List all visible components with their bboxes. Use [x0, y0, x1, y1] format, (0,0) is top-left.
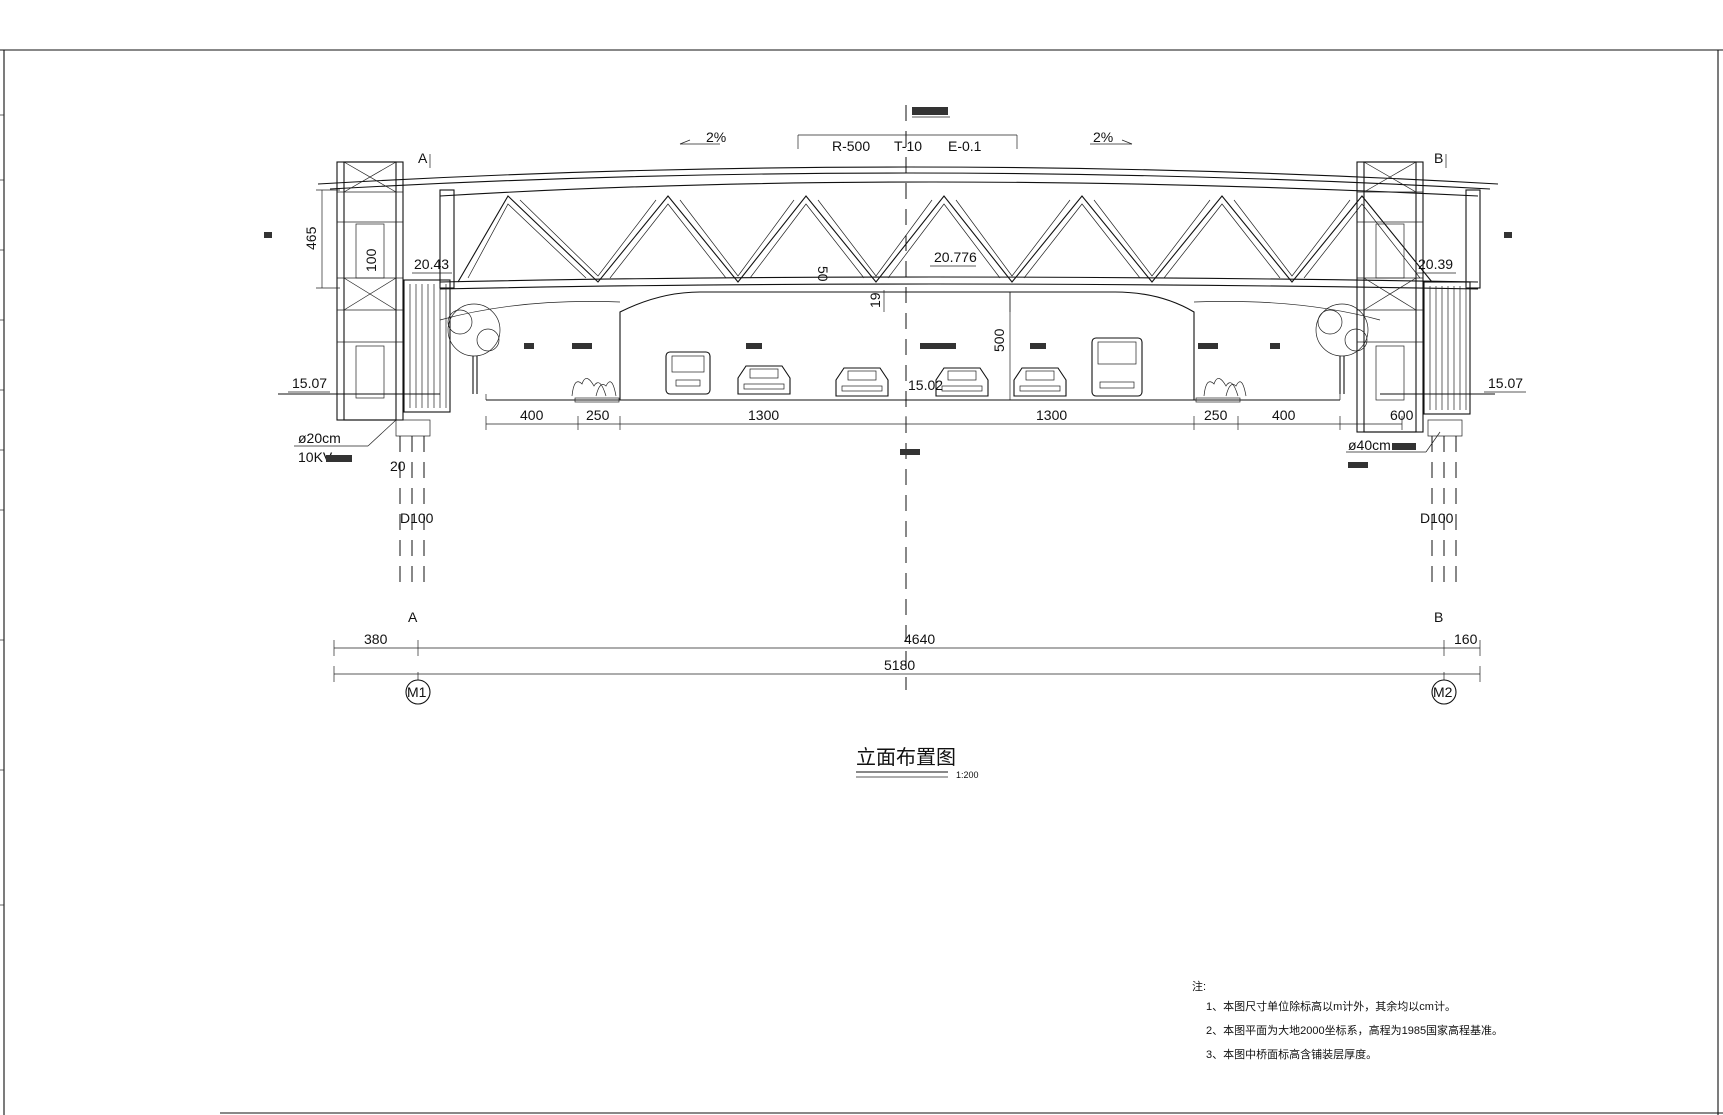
pipe-notes: ø20cm 10KV ø40cm: [294, 419, 1441, 468]
left-cable-note: 10KV: [298, 449, 333, 465]
span-left: 380: [364, 631, 388, 647]
span-right: 160: [1454, 631, 1478, 647]
road-dim-2: 250: [586, 407, 610, 423]
axis-a-bottom: A: [408, 609, 418, 625]
right-pile-label: D100: [1420, 510, 1454, 526]
elev-ground-mid: 15.02: [908, 377, 943, 393]
left-stair-tower: A: [336, 150, 451, 421]
right-stair-tower: B: [1356, 150, 1471, 433]
car-1: [737, 365, 791, 395]
curve-e-label: E-0.1: [948, 138, 982, 154]
drawing-title: 立面布置图 1:200: [856, 746, 979, 780]
clear-dim: 19: [867, 292, 883, 308]
road-surface: [278, 393, 1495, 403]
elev-deck-mid: 20.776: [934, 249, 977, 265]
car-3: [935, 367, 989, 397]
car-4: [1013, 367, 1067, 397]
elev-deck-right: 20.39: [1418, 256, 1453, 272]
title-text: 立面布置图: [856, 746, 956, 769]
column-marker-m2: M2: [1431, 679, 1457, 705]
span-dims: 380 4640 160 5180: [333, 631, 1481, 682]
left-pipe-note: ø20cm: [298, 430, 341, 446]
truss-web: [457, 195, 1433, 283]
dim-web: 50 19 500: [815, 266, 1011, 352]
axis-b-label: B: [1434, 150, 1443, 166]
notes-block: 注: 1、本图尺寸单位除标高以m计外，其余均以cm计。 2、本图平面为大地200…: [1192, 979, 1503, 1061]
web-dim: 50: [815, 266, 831, 282]
shrubs-left: [571, 378, 617, 397]
road-portal: [439, 291, 1381, 400]
grade-right-label: 2%: [1093, 129, 1113, 145]
note-2: 2、本图平面为大地2000坐标系，高程为1985国家高程基准。: [1206, 1023, 1503, 1037]
left-pile: D100 20: [390, 419, 434, 592]
curve-bracket: R-500 T-10 E-0.1: [797, 134, 1018, 154]
left-pier-dim: 20: [390, 458, 406, 474]
bridge-deck: [317, 166, 1499, 290]
curve-r-label: R-500: [832, 138, 870, 154]
span-total: 5180: [884, 657, 915, 673]
tree-left: [447, 303, 501, 394]
dim-truss-height: 465 100: [303, 189, 379, 289]
notes-label: 注:: [1192, 979, 1206, 993]
axis-b-bottom: B: [1434, 609, 1443, 625]
road-dim-5: 250: [1204, 407, 1228, 423]
clearance-dim: 500: [991, 328, 1007, 352]
left-pile-label: D100: [400, 510, 434, 526]
road-dim-4: 1300: [1036, 407, 1067, 423]
elev-ground-right: 15.07: [1488, 375, 1523, 391]
column-marker-m1: M1: [405, 679, 431, 705]
elev-deck-left: 20.43: [414, 256, 449, 272]
right-pile: D100: [1420, 419, 1463, 592]
lane-annotation-marks: [264, 232, 1512, 455]
stair-dim: 100: [363, 248, 379, 272]
road-dim-1: 400: [520, 407, 544, 423]
truss-end-right: [1465, 189, 1481, 289]
note-1: 1、本图尺寸单位除标高以m计外，其余均以cm计。: [1206, 999, 1456, 1013]
elev-ground-left: 15.07: [292, 375, 327, 391]
scale-text: 1:200: [956, 770, 979, 780]
grade-arrow-left: 2%: [679, 129, 726, 145]
shrubs-right: [1203, 378, 1247, 397]
bus-right: [1091, 337, 1143, 397]
grade-arrow-right: 2%: [1090, 129, 1133, 145]
span-center: 4640: [904, 631, 935, 647]
truss-end-left: [439, 189, 455, 289]
tree-right: [1315, 303, 1369, 394]
grade-left-label: 2%: [706, 129, 726, 145]
road-dim-3: 1300: [748, 407, 779, 423]
road-dim-chain: 400 250 1300 1300 250 400 600: [485, 407, 1414, 430]
road-dim-6: 400: [1272, 407, 1296, 423]
truss-height-dim: 465: [303, 226, 319, 250]
elevation-labels: 20.43 20.776 20.39 15.07 15.02 15.07: [288, 249, 1526, 393]
right-pipe-note: ø40cm: [1348, 437, 1391, 453]
axis-a-label: A: [418, 150, 428, 166]
marker-m2-label: M2: [1433, 684, 1453, 700]
bus-left: [665, 351, 711, 395]
bottom-axis-letters: A B: [408, 609, 1443, 625]
marker-m1-label: M1: [407, 684, 427, 700]
sheet-frame: [0, 49, 1723, 1115]
car-2: [835, 367, 889, 397]
curve-t-label: T-10: [894, 138, 922, 154]
road-dim-7: 600: [1390, 407, 1414, 423]
note-3: 3、本图中桥面标高含铺装层厚度。: [1206, 1047, 1377, 1061]
centerline-tag: [912, 107, 950, 118]
